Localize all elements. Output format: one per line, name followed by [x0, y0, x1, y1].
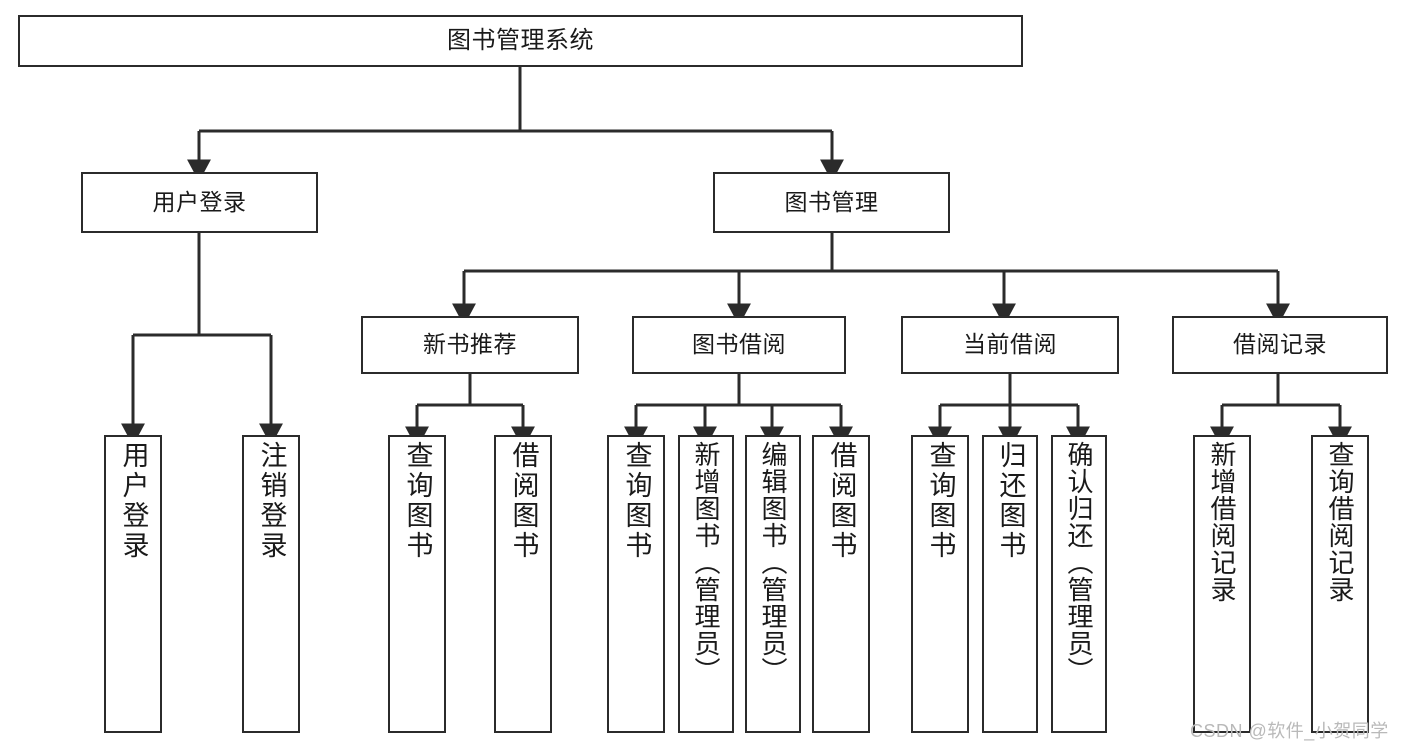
node-new-book-rec[interactable]: 新书推荐: [361, 316, 579, 374]
watermark: CSDN @软件_小贺同学: [1190, 721, 1389, 741]
node-borrow-record[interactable]: 借阅记录: [1172, 316, 1388, 374]
node-book-mgmt-label: 图书管理: [784, 188, 879, 215]
node-current-borrow[interactable]: 当前借阅: [901, 316, 1119, 374]
node-root-label: 图书管理系统: [447, 26, 594, 54]
node-leaf-edit-book[interactable]: 编辑图书（管理员）: [745, 435, 801, 733]
node-borrow-record-label: 借阅记录: [1233, 331, 1327, 358]
node-user-login-label: 用户登录: [152, 188, 247, 215]
node-current-borrow-label: 当前借阅: [963, 331, 1057, 358]
node-leaf-add-book[interactable]: 新增图书（管理员）: [678, 435, 734, 733]
node-leaf-user-login[interactable]: 用户登录: [104, 435, 162, 733]
node-leaf-query-book-3-label: 查询图书: [925, 441, 956, 561]
node-leaf-borrow-book-2-label: 借阅图书: [826, 441, 857, 561]
node-leaf-add-record[interactable]: 新增借阅记录: [1193, 435, 1251, 733]
node-leaf-edit-book-label: 编辑图书（管理员）: [758, 441, 788, 684]
node-leaf-confirm-return[interactable]: 确认归还（管理员）: [1051, 435, 1107, 733]
node-leaf-query-record[interactable]: 查询借阅记录: [1311, 435, 1369, 733]
node-book-borrow-label: 图书借阅: [692, 331, 786, 358]
node-user-login[interactable]: 用户登录: [81, 172, 318, 233]
node-leaf-user-login-label: 用户登录: [118, 441, 149, 561]
node-leaf-query-book-3[interactable]: 查询图书: [911, 435, 969, 733]
node-leaf-borrow-book-1-label: 借阅图书: [508, 441, 539, 561]
node-leaf-user-logout[interactable]: 注销登录: [242, 435, 300, 733]
node-leaf-query-book-1[interactable]: 查询图书: [388, 435, 446, 733]
node-leaf-add-book-label: 新增图书（管理员）: [691, 441, 721, 684]
node-leaf-confirm-return-label: 确认归还（管理员）: [1064, 441, 1094, 684]
node-leaf-add-record-label: 新增借阅记录: [1207, 441, 1237, 603]
node-leaf-return-book-label: 归还图书: [995, 441, 1026, 561]
node-leaf-query-record-label: 查询借阅记录: [1325, 441, 1355, 603]
node-book-mgmt[interactable]: 图书管理: [713, 172, 950, 233]
node-root[interactable]: 图书管理系统: [18, 15, 1023, 67]
node-new-book-rec-label: 新书推荐: [423, 331, 517, 358]
node-leaf-borrow-book-1[interactable]: 借阅图书: [494, 435, 552, 733]
node-leaf-query-book-1-label: 查询图书: [402, 441, 433, 561]
node-leaf-user-logout-label: 注销登录: [256, 441, 287, 561]
node-leaf-query-book-2[interactable]: 查询图书: [607, 435, 665, 733]
node-leaf-borrow-book-2[interactable]: 借阅图书: [812, 435, 870, 733]
node-leaf-return-book[interactable]: 归还图书: [982, 435, 1038, 733]
node-book-borrow[interactable]: 图书借阅: [632, 316, 846, 374]
node-leaf-query-book-2-label: 查询图书: [621, 441, 652, 561]
